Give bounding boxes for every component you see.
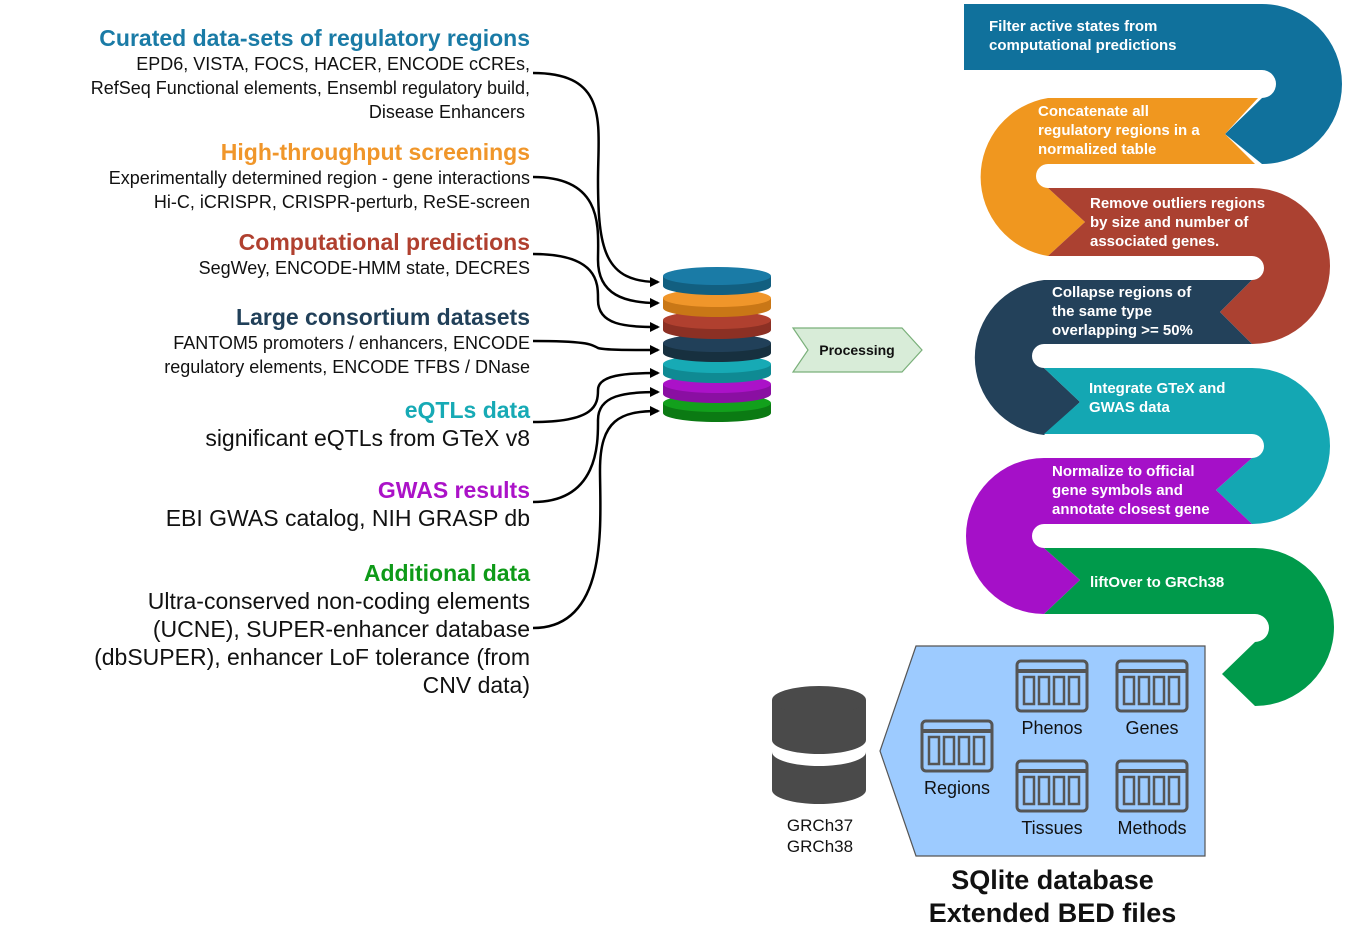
source-consortium: Large consortium datasets FANTOM5 promot… bbox=[164, 303, 530, 379]
source-gwas: GWAS results EBI GWAS catalog, NIH GRASP… bbox=[166, 476, 530, 532]
source-title: GWAS results bbox=[377, 477, 530, 503]
table-label-methods: Methods bbox=[1117, 818, 1187, 838]
source-line: (UCNE), SUPER-enhancer database bbox=[152, 616, 530, 642]
disk-blue bbox=[663, 267, 771, 295]
step-5-shape bbox=[1044, 368, 1330, 524]
source-line: significant eQTLs from GTeX v8 bbox=[205, 425, 530, 451]
source-curated: Curated data-sets of regulatory regions … bbox=[91, 24, 530, 124]
source-line: regulatory elements, ENCODE TFBS / DNase bbox=[164, 357, 530, 377]
table-label-phenos: Phenos bbox=[1021, 718, 1083, 738]
source-high-throughput: High-throughput screenings Experimentall… bbox=[109, 138, 530, 214]
step-3-text: Remove outliers regions by size and numb… bbox=[1090, 195, 1266, 250]
step-1-text: Filter active states from computational … bbox=[989, 18, 1177, 54]
source-additional: Additional data Ultra-conserved non-codi… bbox=[94, 559, 530, 699]
source-line: Experimentally determined region - gene … bbox=[108, 168, 530, 188]
build-label: GRCh38 bbox=[786, 837, 854, 856]
step-3-shape bbox=[1048, 188, 1330, 344]
source-title: High-throughput screenings bbox=[220, 139, 530, 165]
arrow-consortium bbox=[532, 339, 660, 355]
arrow-high-throughput bbox=[532, 175, 660, 308]
arrow-eqtls bbox=[532, 368, 660, 424]
database-builds: GRCh37 GRCh38 bbox=[765, 815, 875, 857]
source-title: Computational predictions bbox=[238, 229, 530, 255]
table-icon-regions bbox=[920, 719, 994, 773]
source-line: (dbSUPER), enhancer LoF tolerance (from bbox=[94, 644, 530, 670]
arrow-additional bbox=[532, 406, 660, 630]
source-line: Disease Enhancers bbox=[368, 102, 530, 122]
source-line: RefSeq Functional elements, Ensembl regu… bbox=[90, 78, 530, 98]
output-title: SQlite database Extended BED files bbox=[880, 864, 1225, 930]
table-label-tissues: Tissues bbox=[1021, 818, 1083, 838]
build-label: GRCh37 bbox=[786, 816, 854, 835]
step-7-text: liftOver to GRCh38 bbox=[1090, 574, 1225, 591]
connector-arrows bbox=[532, 71, 660, 630]
step-7-shape bbox=[1044, 548, 1334, 706]
source-title: Large consortium datasets bbox=[236, 304, 530, 330]
arrow-gwas bbox=[532, 387, 660, 504]
step-5-text: Integrate GTeX and GWAS data bbox=[1089, 380, 1226, 416]
pipeline-snake bbox=[964, 4, 1342, 706]
output-title-line: Extended BED files bbox=[928, 898, 1177, 928]
database-icon bbox=[772, 686, 866, 804]
step-4-shape bbox=[974, 280, 1252, 435]
source-line: EBI GWAS catalog, NIH GRASP db bbox=[165, 505, 530, 531]
arrow-computational bbox=[532, 252, 660, 332]
source-line: FANTOM5 promoters / enhancers, ENCODE bbox=[173, 333, 530, 353]
source-computational: Computational predictions SegWey, ENCODE… bbox=[199, 228, 530, 280]
table-icon-phenos bbox=[1015, 659, 1089, 713]
table-icon-methods bbox=[1115, 759, 1189, 813]
step-4-text: Collapse regions of the same type overla… bbox=[1052, 284, 1193, 339]
output-title-line: SQlite database bbox=[951, 865, 1154, 895]
step-2-text: Concatenate all regulatory regions in a … bbox=[1038, 103, 1200, 158]
processing-label: Processing bbox=[819, 342, 895, 358]
table-label-regions: Regions bbox=[923, 778, 991, 798]
source-line: CNV data) bbox=[422, 672, 530, 698]
data-stack-icon bbox=[663, 267, 771, 422]
source-line: Ultra-conserved non-coding elements bbox=[147, 588, 530, 614]
arrow-curated bbox=[532, 71, 660, 287]
processing-chevron bbox=[791, 327, 923, 373]
source-eqtls: eQTLs data significant eQTLs from GTeX v… bbox=[205, 396, 530, 452]
table-icon-genes bbox=[1115, 659, 1189, 713]
source-title: Additional data bbox=[363, 560, 530, 586]
disk-navy bbox=[663, 334, 771, 362]
source-line: Hi-C, iCRISPR, CRISPR-perturb, ReSE-scre… bbox=[153, 192, 530, 212]
step-6-text: Normalize to official gene symbols and a… bbox=[1052, 463, 1210, 518]
source-title: eQTLs data bbox=[404, 397, 530, 423]
table-label-genes: Genes bbox=[1125, 718, 1179, 738]
source-title: Curated data-sets of regulatory regions bbox=[99, 25, 530, 51]
source-line: EPD6, VISTA, FOCS, HACER, ENCODE cCREs, bbox=[136, 54, 530, 74]
step-6-shape bbox=[966, 458, 1252, 614]
step-2-shape bbox=[980, 98, 1258, 256]
step-1-shape bbox=[964, 4, 1342, 164]
source-line: SegWey, ENCODE-HMM state, DECRES bbox=[198, 258, 530, 278]
table-icon-tissues bbox=[1015, 759, 1089, 813]
